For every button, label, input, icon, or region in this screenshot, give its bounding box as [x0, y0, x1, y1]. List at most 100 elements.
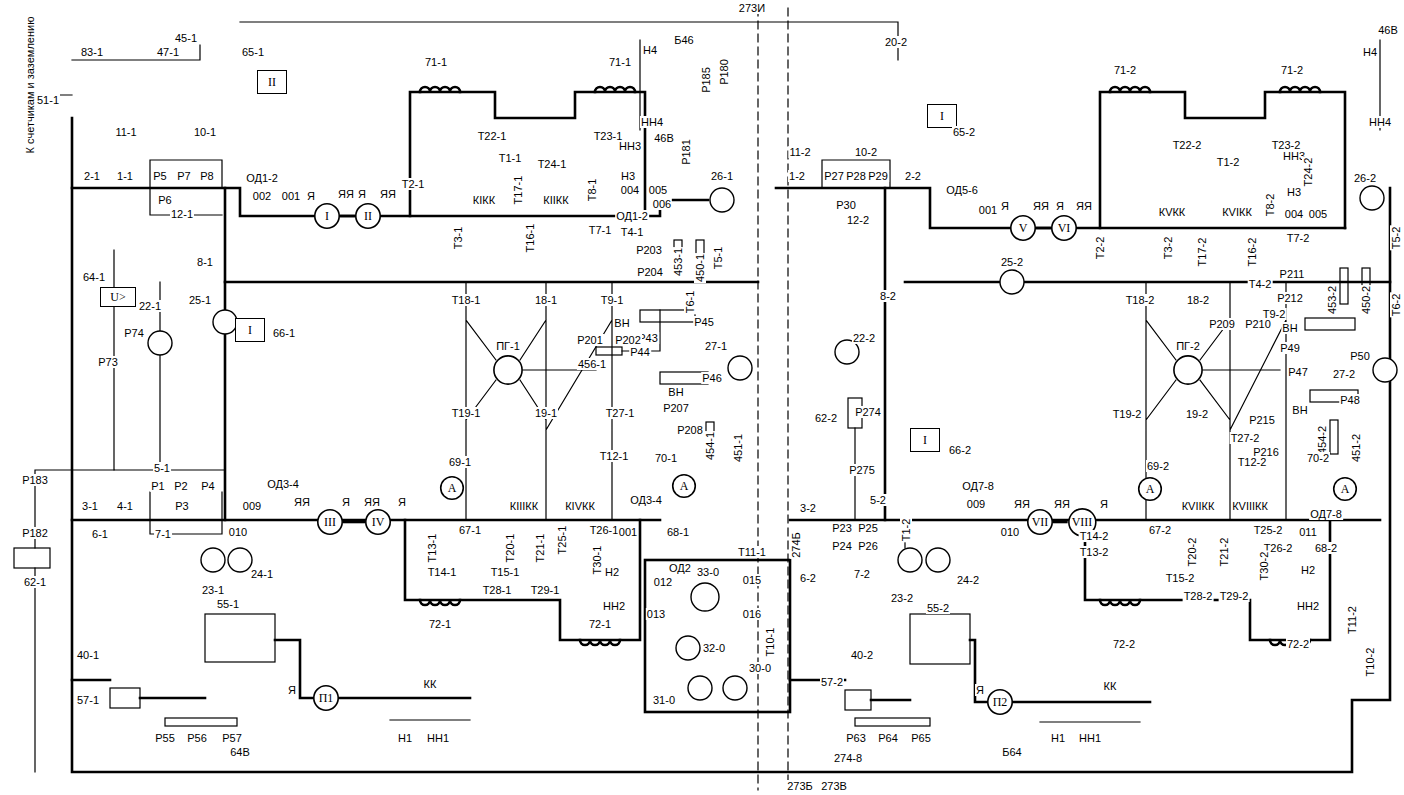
node-text: П2 [993, 696, 1008, 709]
component-label: КVIIКК [1181, 500, 1216, 512]
machine-circle: A [1138, 477, 1162, 501]
component-label: Т18-2 [1125, 294, 1156, 306]
component-symbol [110, 688, 140, 708]
component-label: Р56 [186, 732, 208, 744]
component-label: Т22-2 [1172, 139, 1203, 151]
component-label: 18-2 [1186, 294, 1210, 306]
generator-label: ПГ-1 [496, 340, 520, 353]
component-label: 67-1 [458, 524, 482, 536]
node-text: IV [372, 516, 385, 529]
component-label: 32-0 [702, 642, 726, 654]
component-label: 015 [742, 574, 762, 586]
component-label: Р8 [199, 170, 214, 182]
machine-circle: II [355, 203, 381, 229]
vertical-label: 451-2 [1350, 433, 1362, 463]
component-label: 70-1 [654, 452, 678, 464]
component-label: 12-1 [170, 208, 194, 220]
component-label: 002 [252, 190, 272, 202]
circle-shape [366, 510, 390, 534]
component-label: Т28-1 [482, 584, 513, 596]
component-label: Р55 [154, 732, 176, 744]
vertical-label: Т8-2 [1264, 193, 1276, 218]
series-wire [1053, 521, 1068, 524]
wire [72, 640, 470, 698]
component-label: 71-1 [424, 56, 448, 68]
component-label: Р57 [221, 732, 243, 744]
component-label: Р26 [857, 540, 879, 552]
component-label: Т14-1 [427, 566, 458, 578]
vertical-label: Т20-1 [504, 533, 516, 564]
component-label: 10-1 [193, 126, 217, 138]
component-label: Р3 [174, 500, 189, 512]
component-label: 012 [653, 576, 673, 588]
node-text: VII [1032, 516, 1049, 529]
component-label: Я [306, 190, 316, 202]
machine-circle: П1 [313, 685, 339, 711]
circle-shape [315, 204, 339, 228]
component-label: 273И [738, 2, 766, 14]
coil-box: I [910, 428, 940, 452]
vertical-label: Т21-2 [1218, 537, 1230, 568]
component-label: 011 [1298, 526, 1318, 538]
component-label: Т12-1 [599, 450, 630, 462]
wire [884, 188, 887, 520]
component-symbol [910, 614, 970, 664]
component-label: КVIIIКК [1231, 500, 1269, 512]
node-text: I [248, 324, 252, 337]
circle-shape [314, 686, 338, 710]
component-label: 40-2 [850, 649, 874, 661]
node-text: U> [110, 291, 125, 304]
machine-circle: III [317, 509, 343, 535]
component-label: Н3 [1286, 186, 1302, 198]
component-label: КIIIКК [509, 500, 539, 512]
component-label: ОД1-2 [615, 210, 649, 222]
component-label: Р25 [857, 522, 879, 534]
component-label: 30-0 [748, 662, 772, 674]
component-label: 25-2 [1000, 256, 1024, 268]
component-label: Р24 [831, 540, 853, 552]
component-label: Т26-1 [589, 524, 620, 536]
component-label: 23-2 [890, 592, 914, 604]
component-symbol [845, 690, 871, 710]
circle-shape [1011, 216, 1035, 240]
vertical-label: 453-2 [1326, 285, 1338, 315]
wire [1203, 369, 1280, 370]
component-label: Т14-2 [1079, 530, 1110, 542]
component-label: 10-2 [854, 146, 878, 158]
contactor-symbol [898, 548, 922, 572]
component-label: НН2 [602, 600, 626, 612]
node-text: A [1341, 483, 1350, 496]
circle-shape [494, 356, 522, 384]
component-label: ВН [1291, 404, 1308, 416]
component-label: Р204 [636, 266, 664, 278]
machine-circle: V [1010, 215, 1036, 241]
circle-shape [318, 510, 342, 534]
component-label: 22-2 [852, 332, 876, 344]
vertical-label: 274Б [790, 531, 802, 559]
component-label: 5-1 [153, 462, 171, 474]
component-label: Т25-2 [1253, 524, 1284, 536]
vertical-label: Т6-2 [1390, 293, 1402, 318]
vertical-label: Т5-2 [1390, 226, 1402, 251]
circle-shape [1174, 356, 1202, 384]
component-label: ОД3-4 [629, 494, 663, 506]
component-label: Т13-2 [1079, 546, 1110, 558]
component-label: Я [287, 684, 297, 696]
component-label: Р30 [835, 199, 857, 211]
component-label: Т7-1 [588, 224, 613, 236]
component-label: ЯЯ [1013, 498, 1031, 510]
vertical-label: 454-2 [1316, 425, 1328, 455]
node-text: A [680, 480, 689, 493]
component-label: 004 [1284, 208, 1304, 220]
vertical-label: Т24-2 [1302, 157, 1314, 188]
vertical-label: Т20-2 [1186, 537, 1198, 568]
component-label: Р208 [676, 424, 704, 436]
component-label: Р5 [152, 170, 167, 182]
component-label: 25-1 [188, 294, 212, 306]
component-label: ОД5-6 [945, 184, 979, 196]
component-label: Т2-1 [401, 178, 426, 190]
component-label: 8-2 [879, 290, 897, 302]
component-label: КIIКК [542, 194, 569, 206]
